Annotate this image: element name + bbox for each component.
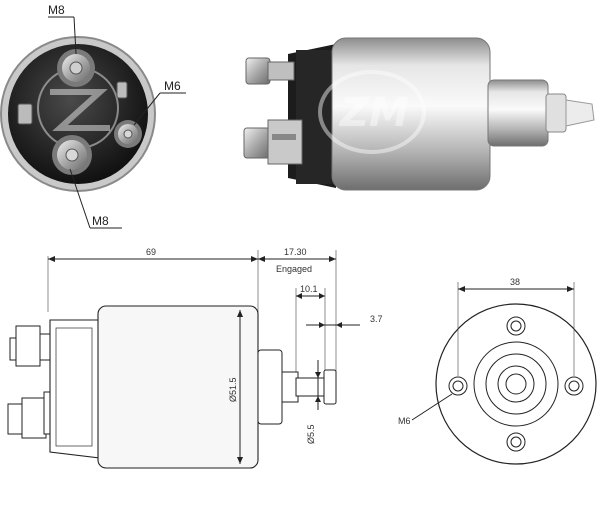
side-view-photo: ZM [243, 37, 595, 191]
terminal-m8-top [57, 49, 95, 87]
dim-stroke-total: 17.30 [284, 247, 307, 257]
dim-bolt-spacing: 38 [510, 277, 520, 287]
terminal-m8-bottom [52, 135, 92, 175]
side-dimension-drawing: 69 17.30 Engaged 10.1 3.7 [7, 247, 383, 469]
label-top-m8: M8 [48, 3, 65, 17]
label-side-m6: M6 [164, 79, 181, 93]
end-view-photo: M8 M6 M8 [0, 3, 186, 229]
dim-mount-thread: M6 [398, 416, 411, 426]
terminal-m6-side [114, 120, 142, 148]
dim-stroke-small: 10.1 [300, 284, 318, 294]
dim-plunger-diameter: Ø5.5 [306, 424, 316, 444]
photo-terminal-upper [245, 57, 295, 85]
dim-length: 69 [146, 247, 156, 257]
front-view-drawing: 38 M6 [398, 277, 597, 465]
label-bottom-m8: M8 [92, 214, 109, 228]
svg-text:ZM: ZM [338, 90, 409, 136]
zm-logo: ZM [318, 70, 426, 154]
dim-body-diameter: Ø51.5 [228, 377, 238, 402]
dim-engaged: Engaged [276, 264, 312, 274]
photo-terminal-lower [243, 119, 303, 165]
dim-plunger-gap: 3.7 [370, 314, 383, 324]
